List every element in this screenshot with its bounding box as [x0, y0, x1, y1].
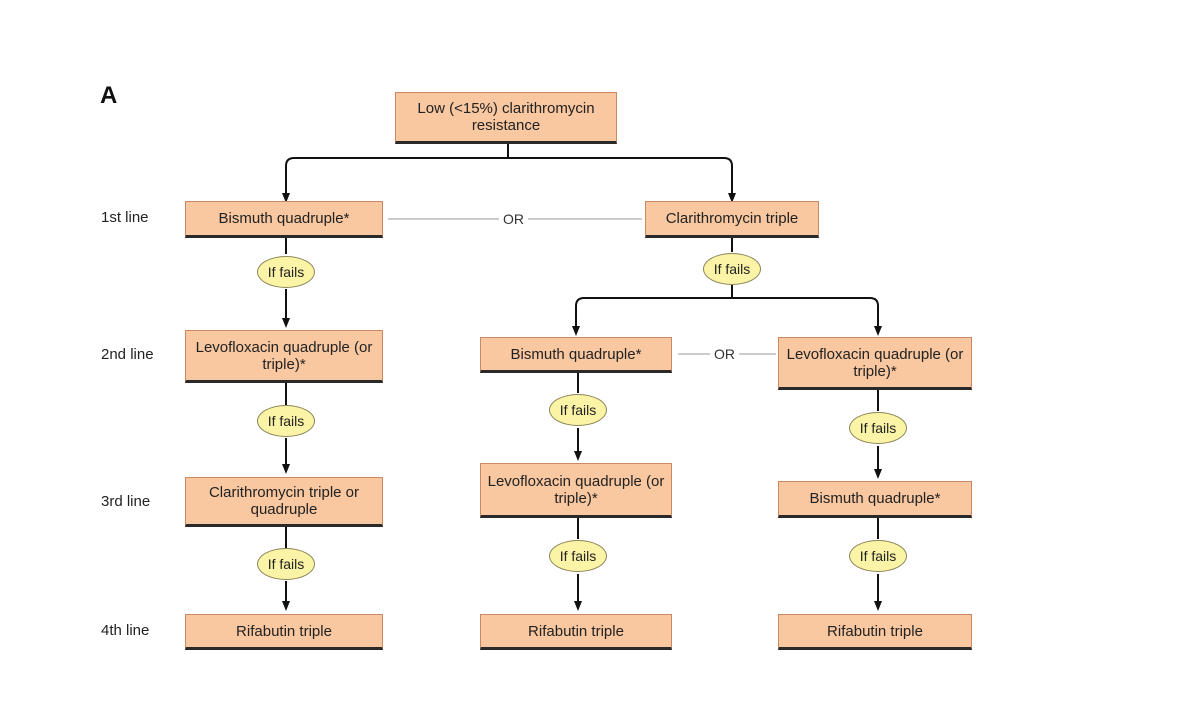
middle-second-line-box: Bismuth quadruple*: [480, 337, 672, 373]
first-line-bismuth-box: Bismuth quadruple*: [185, 201, 383, 238]
if-fails-oval: If fails: [849, 540, 907, 572]
root-split-connector-right: [508, 157, 736, 203]
left-third-line-box: Clarithromycin triple or quadruple: [185, 477, 383, 527]
middle-fourth-line-box: Rifabutin triple: [480, 614, 672, 650]
row-label-4th: 4th line: [101, 622, 150, 639]
right-split-connector-right: [732, 297, 882, 336]
right-third-line-box: Bismuth quadruple*: [778, 481, 972, 518]
first-line-clarithromycin-box: Clarithromycin triple: [645, 201, 819, 238]
if-fails-oval: If fails: [257, 405, 315, 437]
if-fails-oval: If fails: [549, 540, 607, 572]
left-fourth-line-box: Rifabutin triple: [185, 614, 383, 650]
root-split-connector: [282, 142, 509, 203]
if-fails-oval: If fails: [549, 394, 607, 426]
or-label-second: OR: [710, 346, 739, 362]
panel-letter: A: [100, 82, 118, 109]
right-fourth-line-box: Rifabutin triple: [778, 614, 972, 650]
row-label-2nd: 2nd line: [101, 346, 154, 363]
or-label-first: OR: [499, 211, 528, 227]
right-split-connector: [572, 285, 733, 336]
row-label-3rd: 3rd line: [101, 493, 151, 510]
row-label-1st: 1st line: [101, 209, 149, 226]
if-fails-oval: If fails: [257, 548, 315, 580]
if-fails-oval: If fails: [257, 256, 315, 288]
if-fails-oval: If fails: [849, 412, 907, 444]
left-second-line-box: Levofloxacin quadruple (or triple)*: [185, 330, 383, 383]
middle-third-line-box: Levofloxacin quadruple (or triple)*: [480, 463, 672, 518]
if-fails-oval: If fails: [703, 253, 761, 285]
right-second-line-box: Levofloxacin quadruple (or triple)*: [778, 337, 972, 390]
root-box: Low (<15%) clarithromycin resistance: [395, 92, 617, 144]
